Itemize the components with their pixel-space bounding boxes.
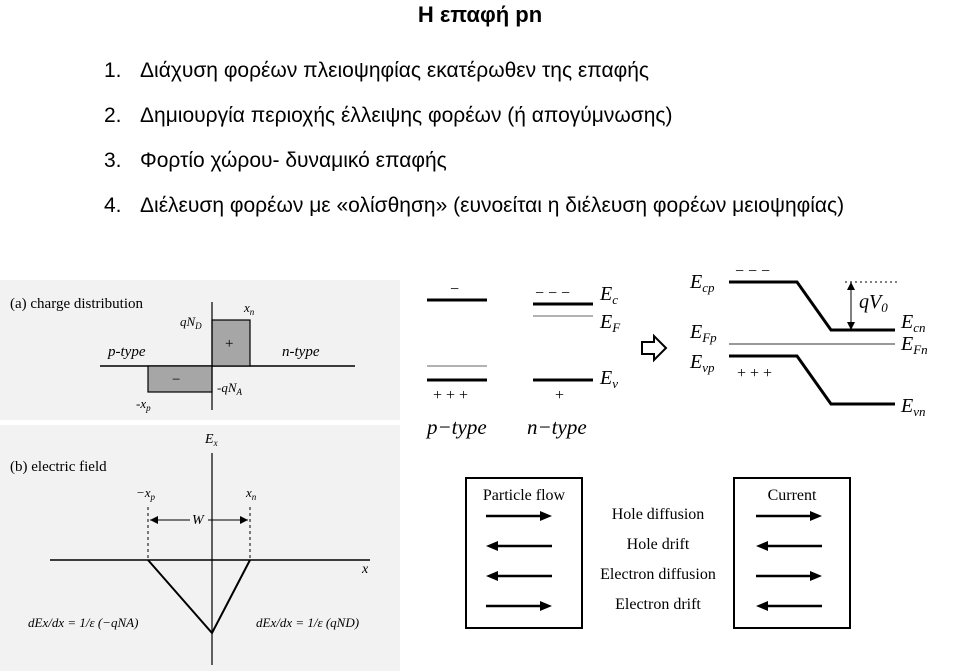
efp-label: EFp bbox=[689, 321, 717, 345]
p-plus-marks: + + + bbox=[433, 387, 468, 404]
flow-row-hole-diffusion: Hole diffusion bbox=[612, 506, 705, 523]
positive-charge-region bbox=[211, 319, 251, 367]
junction-band-diagram: Ecp − − − qV0 Ecn EFp EFn Evp + + + Evn bbox=[689, 263, 928, 419]
qna-label: -qNA bbox=[217, 380, 243, 397]
figure-background bbox=[0, 425, 400, 671]
transition-arrow bbox=[641, 333, 668, 363]
item-number: 3. bbox=[104, 149, 122, 172]
ex-label: Ex bbox=[204, 432, 218, 448]
current-box bbox=[733, 477, 851, 629]
arrow-shape bbox=[641, 333, 668, 363]
current-header: Current bbox=[768, 487, 817, 504]
particle-arrow-right bbox=[486, 601, 552, 611]
ptype-label: p-type bbox=[107, 344, 146, 360]
particle-arrow-left bbox=[486, 541, 552, 551]
flow-row-electron-diffusion: Electron diffusion bbox=[600, 566, 716, 583]
slide-title: Η επαφή pn bbox=[417, 2, 543, 27]
particle-flow-box bbox=[465, 477, 583, 629]
item-text: Δημιουργία περιοχής έλλειψης φορέων (ή α… bbox=[140, 104, 673, 127]
current-arrow-right bbox=[756, 571, 822, 581]
flow-row-electron-drift: Electron drift bbox=[615, 596, 701, 613]
qv0-label: qV0 bbox=[859, 291, 888, 315]
width-arrow-right bbox=[240, 516, 248, 524]
xp-label: -xp bbox=[136, 396, 151, 413]
barrier-arrow-top bbox=[847, 282, 855, 290]
xn-label: xn bbox=[245, 485, 257, 502]
current-arrow-left bbox=[756, 541, 822, 551]
efn-label: EFn bbox=[900, 333, 928, 357]
ecp-label: Ecp bbox=[689, 271, 715, 295]
n-plus-mark: + bbox=[555, 387, 564, 404]
ntype-label: n−type bbox=[527, 415, 587, 439]
item-text: Διάχυση φορέων πλειοψηφίας εκατέρωθεν τη… bbox=[140, 59, 650, 82]
electric-field-diagram: (b) electric field Ex x W −xp xn dEx/dx … bbox=[0, 425, 400, 671]
list-item: 4. Διέλευση φορέων με «ολίσθηση» (ευνοείτ… bbox=[104, 191, 844, 236]
negative-charge-region bbox=[147, 365, 213, 393]
list-item: 1. Διάχυση φορέων πλειοψηφίας εκατέρωθεν … bbox=[104, 56, 844, 101]
width-label-bg bbox=[190, 511, 208, 527]
right-slope-equation: dEx/dx = 1/ε (qND) bbox=[256, 615, 359, 630]
evp-label: Evp bbox=[689, 351, 715, 375]
conduction-band bbox=[729, 280, 895, 332]
flow-current-table: Particle flow Current Hole diffusion Hol… bbox=[465, 477, 851, 629]
list-item: 2. Δημιουργία περιοχής έλλειψης φορέων (ή… bbox=[104, 101, 844, 146]
item-number: 4. bbox=[104, 194, 122, 217]
bullet-list: 1. Διάχυση φορέων πλειοψηφίας εκατέρωθεν … bbox=[104, 56, 844, 236]
plus-sign: + bbox=[225, 336, 233, 352]
particle-arrow-right bbox=[486, 511, 552, 521]
junction-plus-marks: + + + bbox=[737, 365, 772, 382]
qnd-label: qND bbox=[180, 314, 202, 331]
ef-label: EF bbox=[599, 311, 621, 335]
current-arrow-right bbox=[756, 511, 822, 521]
charge-distribution-diagram: (a) charge distribution + − qND xn p-typ… bbox=[0, 280, 400, 420]
ecn-label: Ecn bbox=[900, 311, 926, 335]
figure-background bbox=[0, 280, 400, 420]
item-text: Διέλευση φορέων με «ολίσθηση» (ευνοείται… bbox=[140, 194, 845, 217]
particle-arrow-left bbox=[486, 571, 552, 581]
ec-label: Ec bbox=[599, 283, 618, 307]
separate-band-diagram: − + + + − − − + Ec EF Ev p−type n−type bbox=[425, 281, 621, 439]
left-slope-equation: dEx/dx = 1/ε (−qNA) bbox=[28, 615, 138, 630]
barrier-arrow-bottom bbox=[847, 322, 855, 330]
p-minus-mark: − bbox=[450, 281, 459, 298]
evn-label: Evn bbox=[900, 395, 926, 419]
list-item: 3. Φορτίο χώρου- δυναμικό επαφής bbox=[104, 146, 844, 191]
xn-label: xn bbox=[243, 300, 255, 317]
flow-row-hole-drift: Hole drift bbox=[627, 536, 690, 553]
xp-label: −xp bbox=[136, 485, 156, 502]
field-label: (b) electric field bbox=[10, 459, 107, 475]
item-number: 2. bbox=[104, 104, 122, 127]
x-axis-label: x bbox=[361, 562, 369, 577]
n-minus-marks: − − − bbox=[535, 285, 570, 302]
ev-label: Ev bbox=[599, 367, 618, 391]
charge-label: (a) charge distribution bbox=[10, 296, 144, 312]
item-text: Φορτίο χώρου- δυναμικό επαφής bbox=[140, 149, 447, 172]
ptype-label: p−type bbox=[425, 415, 487, 439]
width-arrow-left bbox=[150, 516, 158, 524]
item-number: 1. bbox=[104, 59, 122, 82]
ntype-label: n-type bbox=[282, 344, 320, 360]
current-arrow-left bbox=[756, 601, 822, 611]
junction-minus-marks: − − − bbox=[735, 263, 770, 280]
minus-sign: − bbox=[172, 372, 180, 388]
width-label: W bbox=[192, 513, 205, 528]
valence-band bbox=[729, 354, 895, 406]
field-profile bbox=[147, 559, 251, 635]
particle-flow-header: Particle flow bbox=[483, 487, 566, 504]
